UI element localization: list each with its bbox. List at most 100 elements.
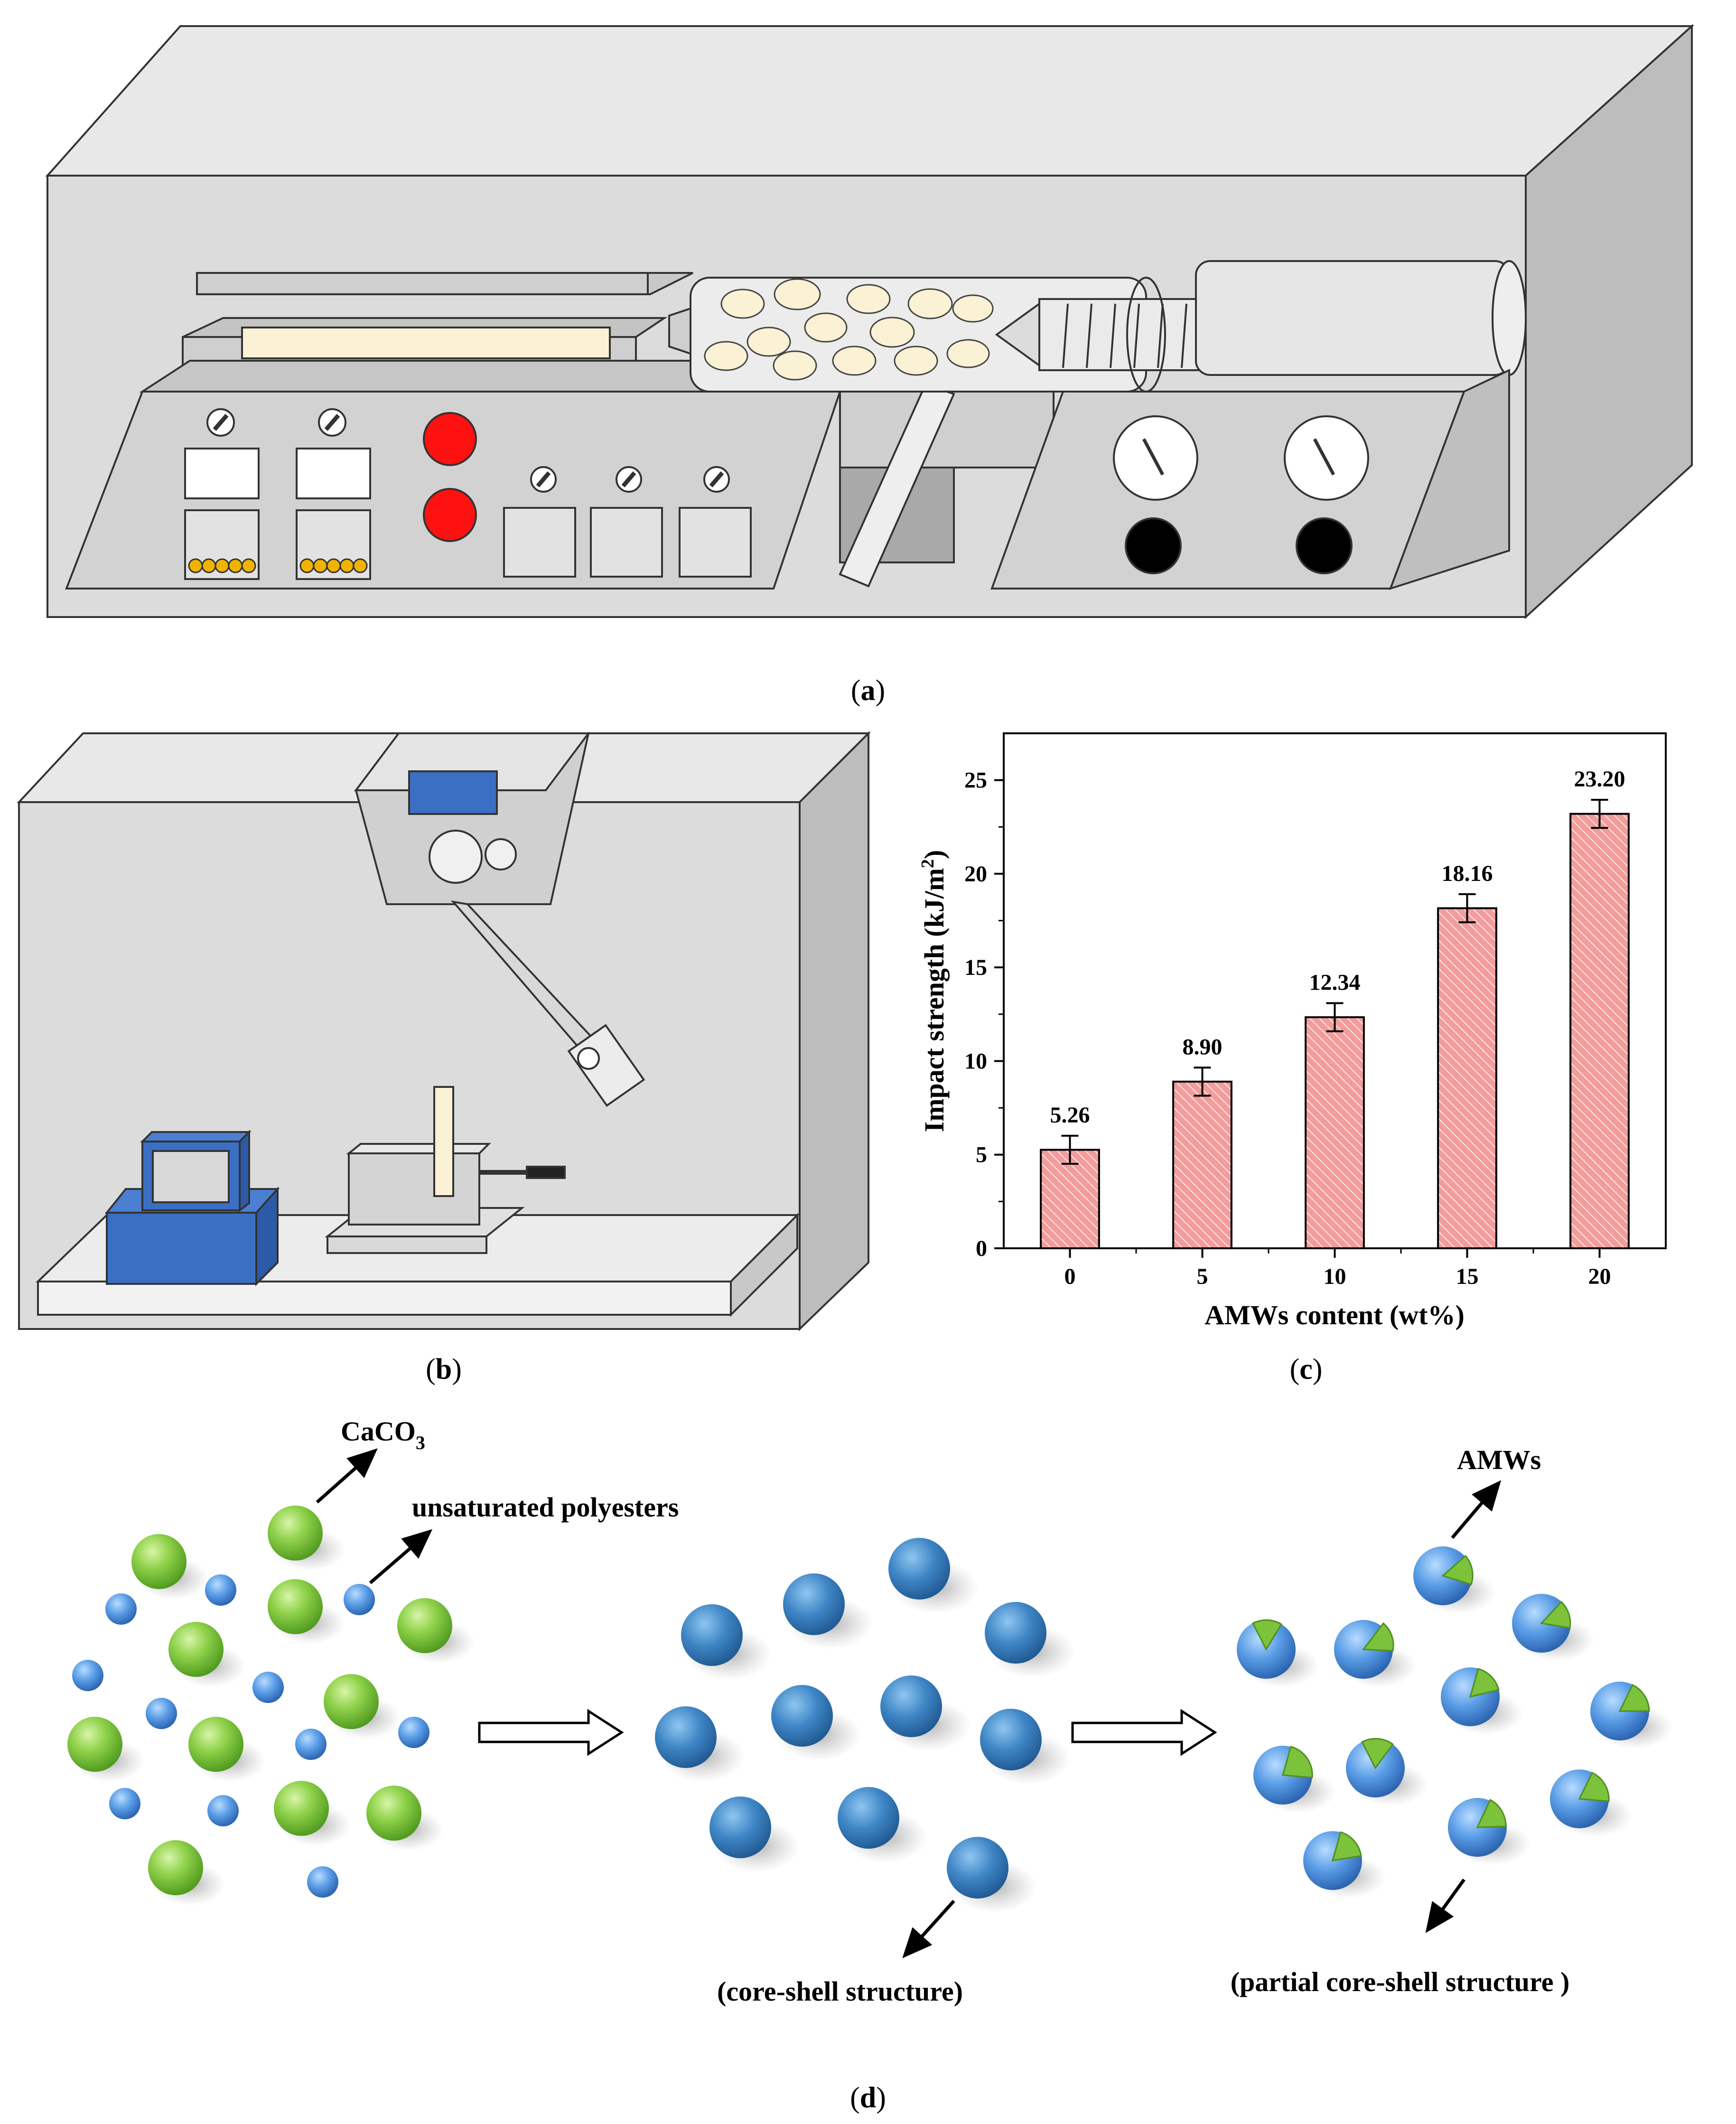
- caco3-sphere: [274, 1781, 329, 1836]
- bar-value-label: 23.20: [1574, 767, 1625, 792]
- core-shell-sphere: [947, 1837, 1008, 1899]
- drive-panel-side: [1389, 368, 1510, 590]
- partial-core-shell-sphere: [1237, 1619, 1319, 1687]
- chart-plot-frame: [1003, 732, 1667, 1249]
- bar: [1305, 1016, 1365, 1249]
- polyester-sphere: [205, 1574, 236, 1606]
- polyester-sphere: [252, 1672, 284, 1703]
- caco3-sphere: [168, 1622, 224, 1677]
- mold-cavity: [241, 327, 611, 359]
- caco3-sphere: [67, 1717, 122, 1772]
- bar-value-label: 18.16: [1442, 861, 1493, 886]
- instrument-base-side: [255, 1186, 279, 1286]
- caption-b: (b): [426, 1353, 462, 1385]
- x-tick-label: 0: [1064, 1264, 1076, 1289]
- monitor-side: [239, 1130, 250, 1212]
- partial-core-shell-sphere: [1334, 1620, 1417, 1687]
- caco3-sphere: [268, 1506, 323, 1561]
- core-shell-pointer-arrow: [902, 1899, 955, 1958]
- amws-pointer-arrow: [1451, 1480, 1502, 1539]
- y-tick-label: 5: [976, 1142, 987, 1168]
- bench-front: [37, 1281, 732, 1316]
- caption-c: (c): [1290, 1353, 1323, 1385]
- caco3-sphere: [131, 1534, 187, 1589]
- polyester-pointer-arrow: [369, 1529, 433, 1584]
- caco3-sphere: [148, 1840, 203, 1895]
- bar: [1569, 813, 1630, 1249]
- black-button: [1296, 517, 1353, 574]
- partial-core-shell-sphere: [1253, 1746, 1336, 1813]
- pendulum-hammer: [567, 1024, 645, 1107]
- partial-core-shell-group: [1237, 1546, 1673, 1899]
- partial-core-shell-sphere: [1413, 1546, 1496, 1614]
- display-window: [296, 448, 371, 499]
- knob-icon: [206, 408, 346, 437]
- process-arrow: [1071, 1709, 1217, 1756]
- partial-core-shell-sphere: [1303, 1831, 1386, 1899]
- polyester-sphere: [146, 1698, 177, 1729]
- partial-core-shell-sphere: [1590, 1682, 1673, 1749]
- polyester-sphere: [295, 1729, 327, 1760]
- control-box: [679, 507, 752, 578]
- core-shell-sphere: [783, 1573, 845, 1635]
- core-shell-sphere: [709, 1797, 771, 1858]
- x-tick-label: 15: [1456, 1264, 1479, 1289]
- bar-value-label: 12.34: [1309, 970, 1361, 995]
- caco3-label: CaCO3: [341, 1416, 425, 1453]
- holder-block: [348, 1152, 480, 1226]
- enclosure-top: [45, 25, 1695, 177]
- partial-core-shell-pointer-arrow: [1425, 1878, 1465, 1933]
- process-arrow: [478, 1709, 624, 1756]
- y-tick-label: 25: [964, 768, 987, 793]
- pressure-gauge-icon: [1113, 415, 1369, 501]
- partial-core-shell-sphere: [1346, 1738, 1428, 1806]
- panel-d-structure-schematic: CaCO3 unsaturated polyesters: [67, 1416, 1673, 2007]
- y-tick-label: 20: [964, 861, 987, 887]
- drive-panel: [990, 391, 1465, 589]
- drive-cylinder: [1195, 260, 1510, 376]
- polyester-sphere: [72, 1660, 103, 1691]
- polyester-sphere: [307, 1866, 338, 1898]
- partial-core-shell-label: (partial core-shell structure ): [1231, 1966, 1570, 1997]
- caco3-sphere: [366, 1786, 421, 1841]
- black-button: [1125, 517, 1182, 574]
- core-shell-sphere: [838, 1787, 899, 1849]
- caption-d: (d): [850, 2082, 886, 2114]
- core-shell-sphere: [888, 1538, 950, 1600]
- heater-coil-icon: [188, 558, 368, 573]
- partial-core-shell-sphere: [1550, 1769, 1633, 1837]
- polyester-label: unsaturated polyesters: [412, 1492, 679, 1523]
- polyester-sphere: [109, 1788, 140, 1819]
- partial-core-shell-sphere: [1441, 1667, 1523, 1735]
- core-shell-sphere: [880, 1675, 942, 1737]
- core-shell-label: (core-shell structure): [717, 1976, 963, 2007]
- polyester-sphere: [105, 1593, 137, 1625]
- bar-value-label: 5.26: [1050, 1103, 1090, 1128]
- partial-core-shell-sphere: [1448, 1798, 1531, 1865]
- core-shell-sphere: [681, 1604, 743, 1666]
- mixture-group: [67, 1506, 475, 1906]
- holder-base-front: [327, 1235, 487, 1254]
- specimen-bar: [433, 1086, 454, 1197]
- caco3-sphere: [188, 1717, 243, 1772]
- polyester-sphere: [344, 1584, 375, 1615]
- polyester-sphere: [398, 1717, 429, 1748]
- monitor-screen: [152, 1150, 230, 1203]
- hammer-pin-icon: [577, 1047, 600, 1070]
- display-window: [184, 448, 260, 499]
- bar: [1040, 1149, 1100, 1249]
- nozzle: [668, 307, 691, 355]
- core-shell-sphere: [985, 1602, 1046, 1664]
- chart-y-axis-label: Impact strength (kJ/m2): [918, 850, 950, 1132]
- panel-a-injection-molding-machine: [45, 24, 1695, 619]
- panel-b-impact-tester: [17, 731, 871, 1331]
- amws-label: AMWs: [1457, 1444, 1541, 1475]
- x-tick-label: 5: [1197, 1264, 1208, 1289]
- bar-value-label: 8.90: [1183, 1034, 1223, 1059]
- caption-a: (a): [851, 674, 885, 707]
- caco3-sphere: [268, 1579, 323, 1634]
- chart-marks: 05101520255.2608.90512.341018.161523.202…: [964, 767, 1630, 1289]
- monitor-top: [140, 1131, 252, 1142]
- bar: [1437, 907, 1497, 1250]
